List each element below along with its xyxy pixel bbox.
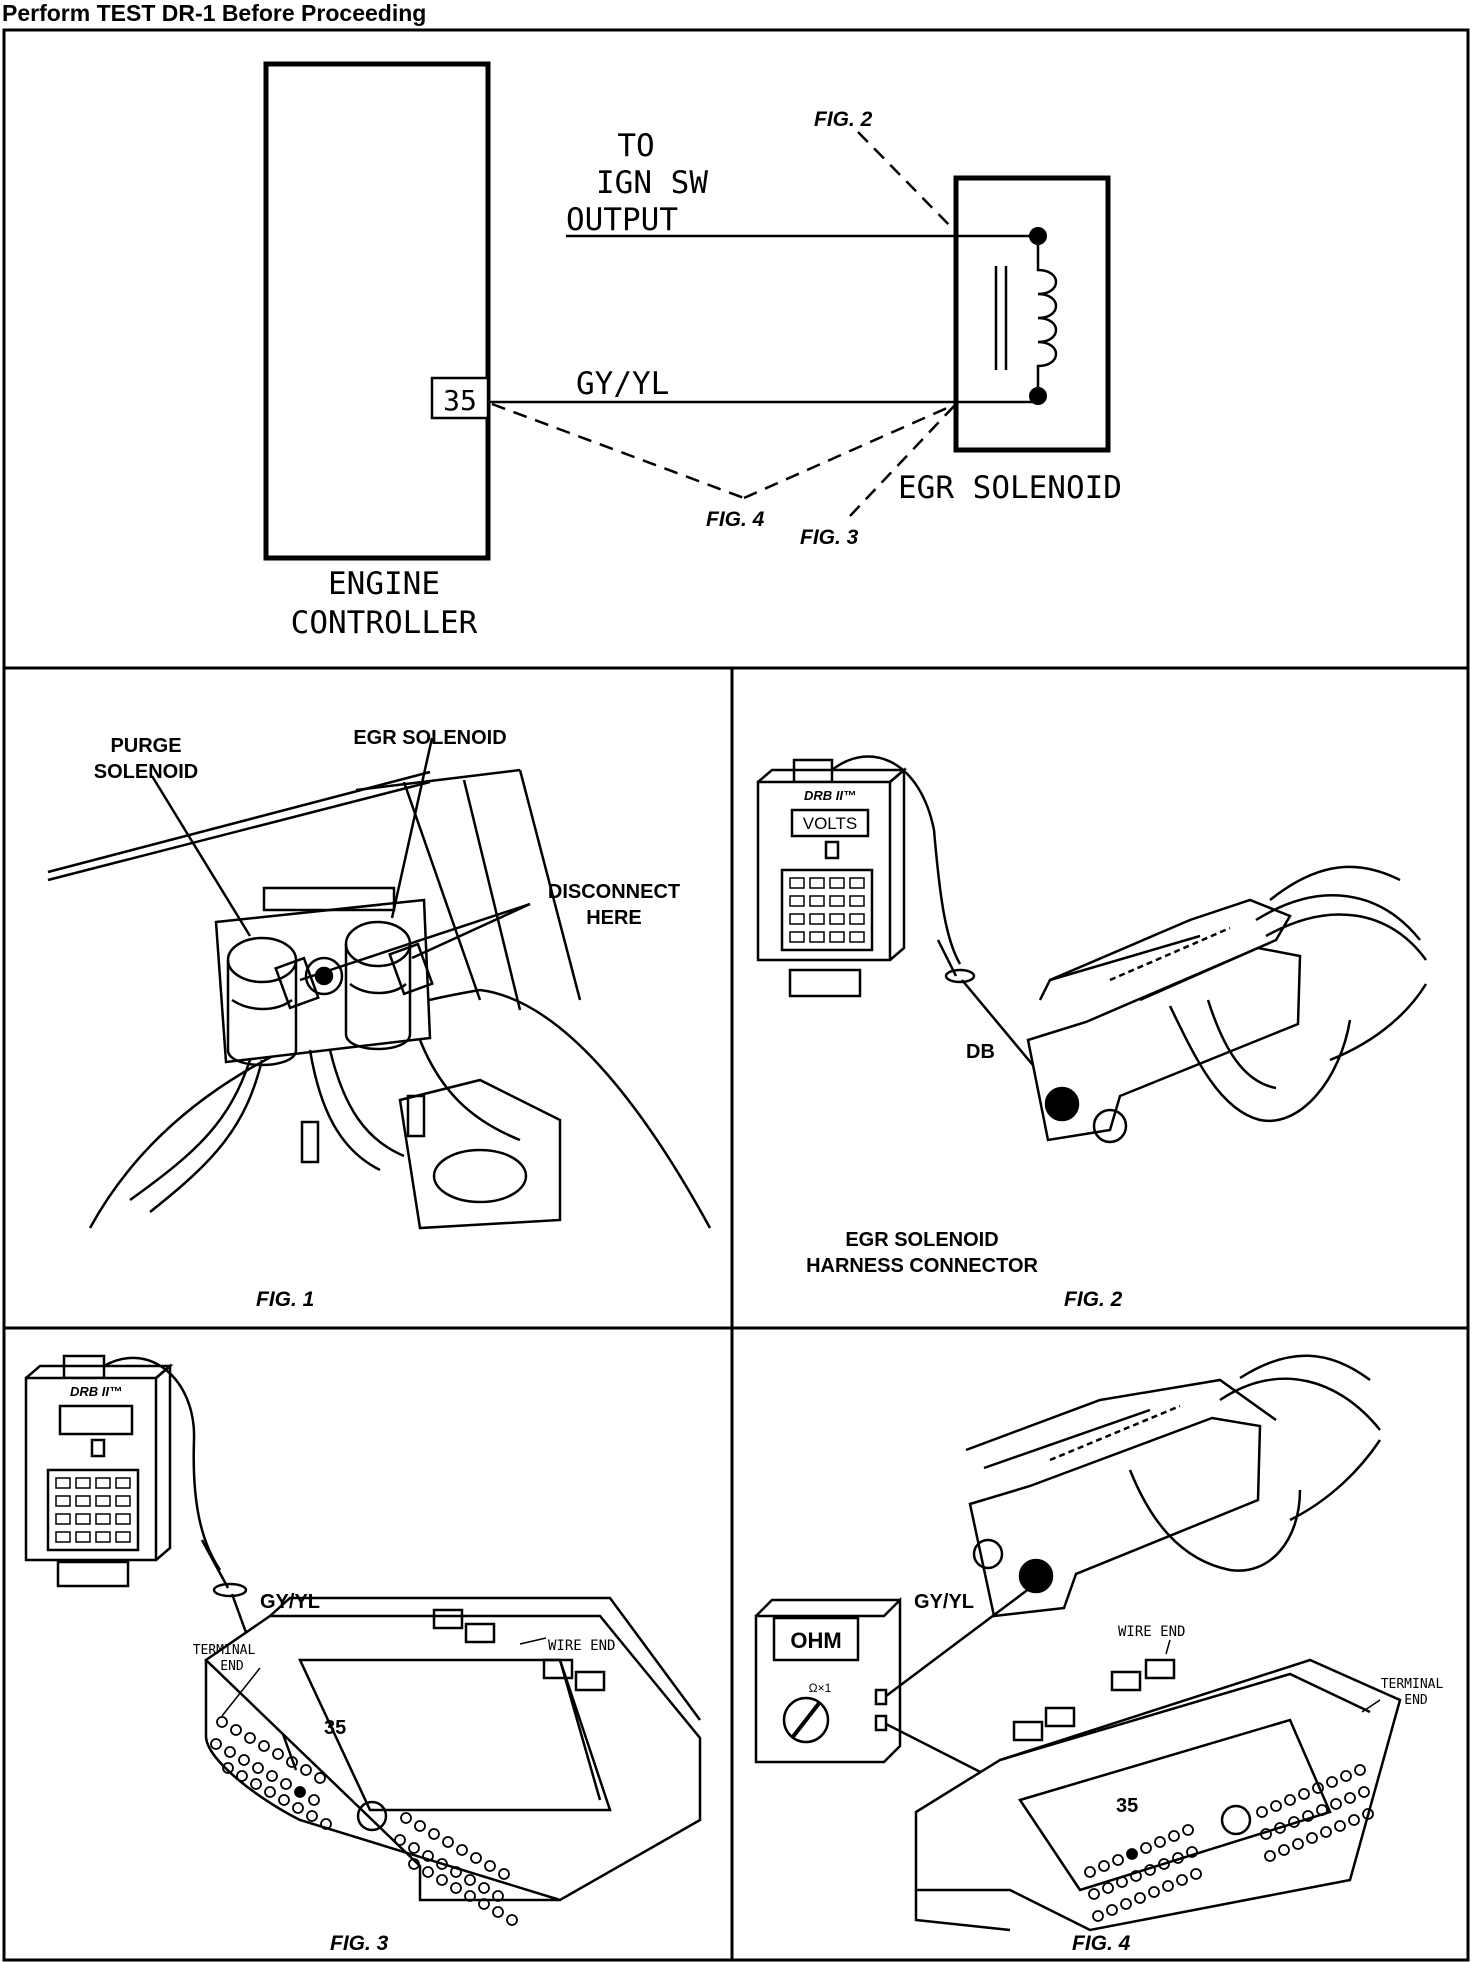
controller-label-line1: ENGINE [328,566,440,602]
fig3-labels: DRB II™ GY/YL TERMINAL END WIRE END 35 F… [70,1384,615,1955]
fig3-pins [210,1716,518,1926]
fig1-disconnect-line2: HERE [586,907,642,929]
pin-35-box [430,376,490,420]
fig4-illustration [754,1354,1402,1932]
engine-controller-box [263,61,491,561]
fig1-labels: PURGE SOLENOID EGR SOLENOID DISCONNECT H… [94,727,680,1311]
fig4-pins [1084,1764,1374,1922]
callout-lines [491,131,957,517]
page-title: Perform TEST DR-1 Before Proceeding [2,0,427,26]
fig3-terminal-line1: TERMINAL [193,1643,256,1658]
fig2-labels: DRB II™ VOLTS DB EGR SOLENOID HARNESS CO… [803,788,1123,1311]
fig2-connector-line2: HARNESS CONNECTOR [806,1255,1038,1277]
fig1-disconnect-line1: DISCONNECT [548,881,680,903]
fig1-purge-line1: PURGE [110,735,181,757]
fig3-tester-brand: DRB II™ [70,1384,122,1399]
fig4-terminal-line2: END [1404,1693,1428,1708]
fig2-tester-brand: DRB II™ [804,788,856,803]
fig2-connector-line1: EGR SOLENOID [845,1229,998,1251]
fig2-caption: FIG. 2 [1064,1288,1123,1311]
fig4-terminal-line1: TERMINAL [1381,1677,1444,1692]
fig1-purge-line2: SOLENOID [94,761,198,783]
schematic: 35 ENGINE CONTROLLER TO IGN SW OUTPUT GY… [263,61,1122,641]
fig4-meter-screen [772,1616,860,1662]
fig3-illustration [24,1354,702,1926]
fig3-wire-end: WIRE END [548,1638,615,1654]
pin-35-label: 35 [443,384,477,417]
callout-fig3: FIG. 3 [800,526,859,549]
fig4-wire-end: WIRE END [1118,1624,1185,1640]
ign-label-line1: TO [617,128,654,164]
fig3-tester-screen [58,1404,134,1436]
fig3-terminal-line2: END [220,1659,244,1674]
fig4-meter-range: Ω×1 [809,1681,832,1695]
callout-fig2: FIG. 2 [814,108,873,131]
panel-frames [2,28,1470,1962]
fig4-meter-display: OHM [790,1628,841,1653]
ign-label-line2: IGN SW [596,165,708,201]
fig1-caption: FIG. 1 [256,1288,314,1311]
fig1-illustration [47,737,712,1230]
fig4-wire-label: GY/YL [914,1591,974,1613]
egr-solenoid-box [953,175,1111,453]
outer-frame [2,28,1470,1962]
fig3-caption: FIG. 3 [330,1932,389,1955]
fig3-pin-label: 35 [324,1717,346,1739]
solenoid-coil [1036,236,1058,396]
fig4-pin-label: 35 [1116,1795,1138,1817]
fig3-wire-label: GY/YL [260,1591,320,1613]
callout-fig4: FIG. 4 [706,508,765,531]
fig2-probe-label: DB [966,1041,995,1063]
fig4-labels: OHM Ω×1 GY/YL WIRE END TERMINAL END 35 F… [790,1591,1443,1955]
fig4-caption: FIG. 4 [1072,1932,1131,1955]
controller-label-line2: CONTROLLER [291,605,478,641]
egr-solenoid-label: EGR SOLENOID [898,470,1122,506]
ign-label-line3: OUTPUT [566,202,678,238]
fig2-tester-screen [790,808,870,838]
wire-color-label: GY/YL [576,366,669,402]
fig1-egr-label: EGR SOLENOID [353,727,506,749]
fig2-tester-display: VOLTS [803,814,857,833]
fig2-illustration [756,755,1428,1144]
